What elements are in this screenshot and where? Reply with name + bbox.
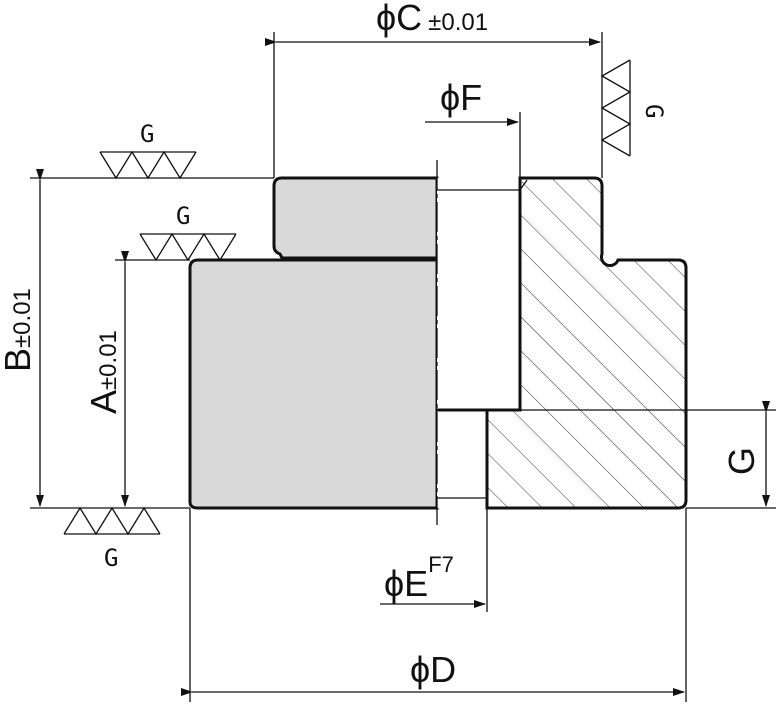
dim-f-label: ϕF [440, 77, 482, 118]
lower-bore [437, 410, 487, 508]
part-body [188, 160, 688, 525]
dim-g-label: G [721, 447, 762, 475]
section-view-hatched [485, 176, 688, 510]
dim-c-label: ϕC±0.01 [376, 0, 488, 38]
dim-d-label: ϕD [410, 649, 456, 690]
dimension-labels: ϕC±0.01 ϕF B±0.01 A±0.01 G ϕEF7 ϕD [0, 0, 762, 690]
svg-text:G: G [104, 544, 118, 572]
chamfer-line [519, 179, 528, 191]
dim-e-label: ϕEF7 [384, 552, 454, 604]
upper-bore [437, 178, 520, 410]
body-left-view [188, 258, 439, 510]
dim-a-label: A±0.01 [83, 330, 124, 414]
svg-text:G: G [640, 104, 668, 118]
svg-text:G: G [140, 120, 154, 148]
surface-mark-shoulder-face: G [139, 202, 237, 262]
flange-left-view [272, 176, 439, 260]
surface-mark-bottom-face: G [63, 506, 161, 572]
dimension-lines [30, 32, 776, 702]
dim-b-label: B±0.01 [0, 288, 38, 372]
surface-mark-bore-face: G [600, 59, 668, 157]
surface-marks: G G G G [63, 59, 668, 572]
svg-text:G: G [176, 202, 190, 230]
surface-mark-top-face: G [99, 120, 197, 180]
